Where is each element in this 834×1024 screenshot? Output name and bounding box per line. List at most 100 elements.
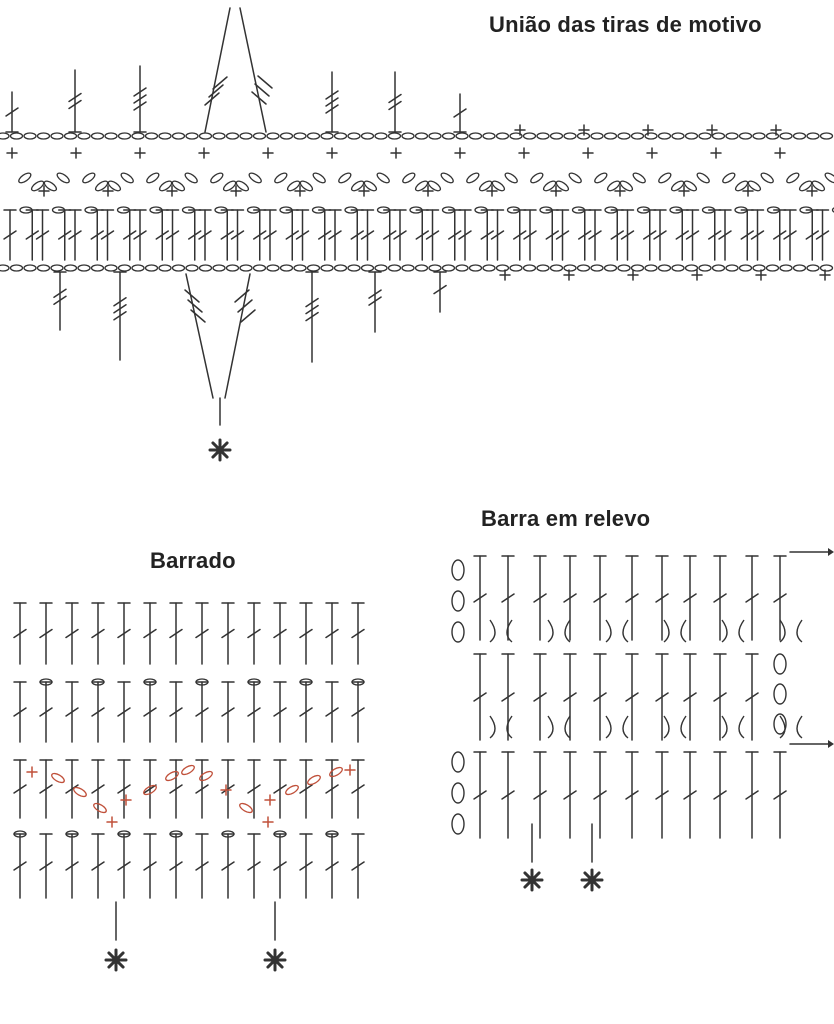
double-crochet [195, 681, 209, 743]
stitch-slash [610, 230, 624, 240]
single-crochet [120, 794, 132, 806]
chain-stitch [387, 132, 402, 140]
relief-post [738, 715, 745, 739]
stitch-slash [143, 707, 157, 717]
chain-stitch [632, 172, 646, 184]
stitch-slash [368, 289, 382, 299]
double-crochet [195, 833, 209, 899]
stitch-slash [388, 100, 402, 111]
barrado-title: Barrado [150, 548, 236, 573]
single-crochet [550, 185, 562, 197]
double-crochet [299, 602, 313, 665]
stitch-slash [533, 692, 547, 702]
chain-stitch [143, 784, 157, 796]
double-crochet [683, 555, 697, 641]
stitch-slash [169, 628, 183, 639]
stitch-slash [221, 628, 235, 639]
double-crochet [588, 209, 602, 261]
chain-stitch [43, 180, 58, 192]
double-crochet [3, 209, 17, 261]
stitch-slash [351, 628, 365, 639]
single-crochet [514, 124, 526, 136]
chain-stitch [549, 264, 564, 272]
double-crochet [545, 209, 559, 261]
stitch-slash [117, 707, 131, 717]
chain-stitch [107, 180, 122, 192]
chain-stitch [225, 264, 240, 272]
stitch-slash [653, 230, 667, 240]
double-crochet [285, 209, 299, 261]
double-crochet [247, 759, 261, 819]
double-crochet [299, 833, 313, 899]
chain-stitch [248, 172, 262, 184]
chain-stitch [451, 751, 465, 773]
chain-stitch [428, 132, 442, 140]
double-crochet [593, 555, 607, 641]
stitch-slash [208, 84, 224, 98]
chain-stitch [0, 132, 10, 140]
double-crochet [220, 209, 234, 261]
chain-stitch [171, 132, 186, 140]
stitch-slash [184, 289, 200, 303]
single-crochet [264, 794, 276, 806]
chain-stitch [779, 264, 793, 272]
stitch-slash [198, 230, 212, 240]
stitch-slash [655, 790, 669, 800]
relief-post [796, 715, 803, 739]
double-crochet [773, 555, 787, 641]
chain-stitch [644, 264, 658, 272]
chain-stitch [779, 132, 793, 140]
asterisk-ray [523, 871, 541, 889]
chain-stitch [792, 264, 807, 272]
double-crochet [221, 833, 235, 899]
stitch-slash [295, 230, 310, 240]
stitch-slash [123, 230, 137, 240]
stitch-slash [204, 92, 220, 106]
double-crochet [655, 653, 669, 741]
single-crochet [454, 147, 466, 159]
double-crochet [68, 209, 82, 261]
stitch-slash [113, 304, 127, 314]
stitch-slash [351, 707, 365, 717]
chain-stitch [495, 264, 510, 272]
chain-stitch [329, 766, 343, 778]
double-crochet [221, 759, 235, 819]
chain-stitch [23, 264, 37, 272]
chain-stitch [630, 132, 645, 140]
stitch-slash [448, 230, 462, 240]
double-crochet [65, 602, 79, 665]
double-crochet [13, 681, 27, 743]
chain-stitch [657, 132, 672, 140]
stitch-slash [117, 784, 131, 794]
single-crochet [344, 764, 356, 776]
single-crochet [326, 147, 338, 159]
chain-stitch [482, 132, 496, 140]
stitch-slash [473, 593, 487, 603]
stitch-slash [713, 692, 727, 702]
stitch-slash [113, 297, 127, 307]
double-crochet [325, 833, 339, 899]
chain-stitch [374, 132, 388, 140]
chain-stitch [158, 180, 173, 192]
double-crochet [625, 555, 639, 641]
double-crochet [65, 833, 79, 899]
chain-stitch [165, 770, 179, 782]
stitch-slash [655, 593, 669, 603]
chain-stitch [725, 264, 739, 272]
chain-stitch [451, 621, 465, 643]
chain-stitch [333, 264, 348, 272]
chain-stitch [455, 264, 469, 272]
relief-post [506, 619, 513, 643]
stitch-slash [625, 692, 639, 702]
double-crochet [653, 209, 667, 261]
stitch-slash [58, 230, 72, 240]
double-crochet [13, 602, 27, 665]
stitch-slash [133, 87, 147, 97]
chain-stitch [235, 180, 250, 192]
chain-stitch [831, 207, 834, 213]
stitch-slash [318, 230, 332, 240]
double-crochet [713, 555, 727, 641]
double-crochet [655, 751, 669, 839]
stitch-slash [299, 628, 313, 639]
